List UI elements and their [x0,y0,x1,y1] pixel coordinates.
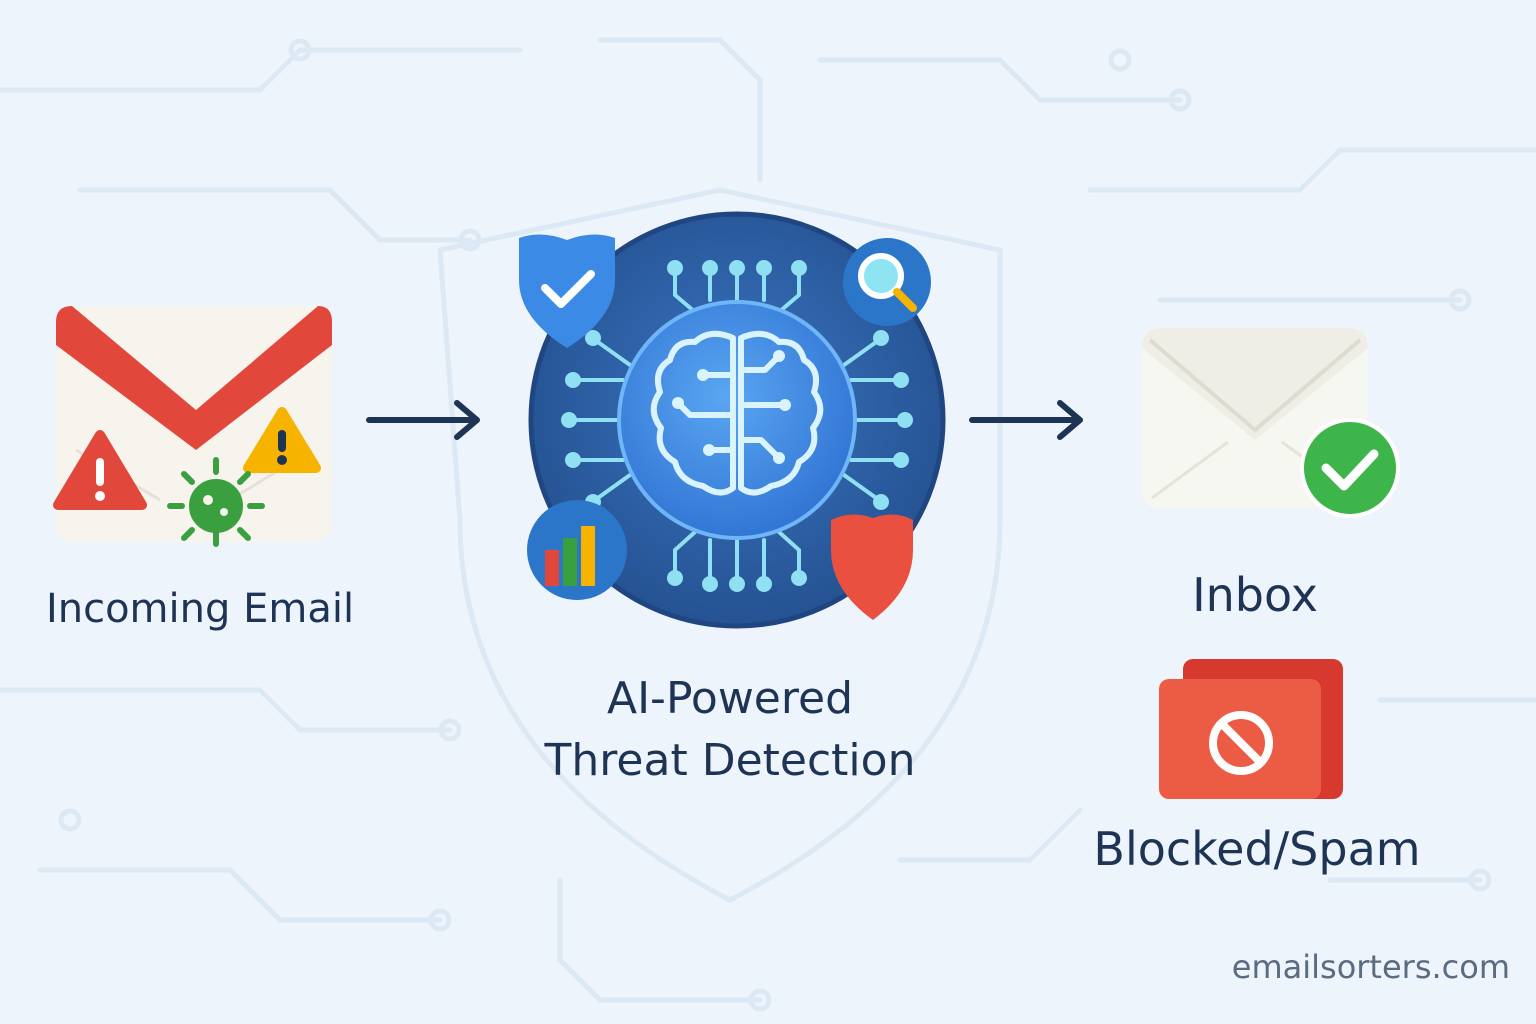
flow-arrow [366,400,480,440]
bar-chart-icon [527,500,627,600]
blocked-spam-label: Blocked/Spam [1093,822,1421,876]
folder-icon [1159,659,1343,799]
virus-icon [167,457,265,547]
warning-icon [243,407,321,473]
ai-threat-detection-label: AI-Powered Threat Detection [480,668,980,792]
incoming-email-label: Incoming Email [45,586,355,632]
blocked-node [1159,659,1343,799]
site-watermark: emailsorters.com [1231,948,1510,986]
circuit-nodes [561,260,913,592]
brain-icon [650,330,824,496]
block-icon [1209,711,1273,775]
incoming-email-node [53,306,332,547]
inbox-node [1142,328,1400,518]
inbox-label: Inbox [1192,568,1318,622]
ai-label-line2: Threat Detection [544,735,916,786]
ai-label-line1: AI-Powered [606,673,854,724]
magnifier-icon [843,238,931,326]
shield-check-icon [519,234,615,348]
checkmark-icon [1300,418,1400,518]
ai-threat-detection-node [519,211,946,629]
flow-arrow [969,400,1083,440]
circuit-lines [569,268,905,582]
warning-icon [53,430,147,510]
shield-icon [831,514,913,620]
